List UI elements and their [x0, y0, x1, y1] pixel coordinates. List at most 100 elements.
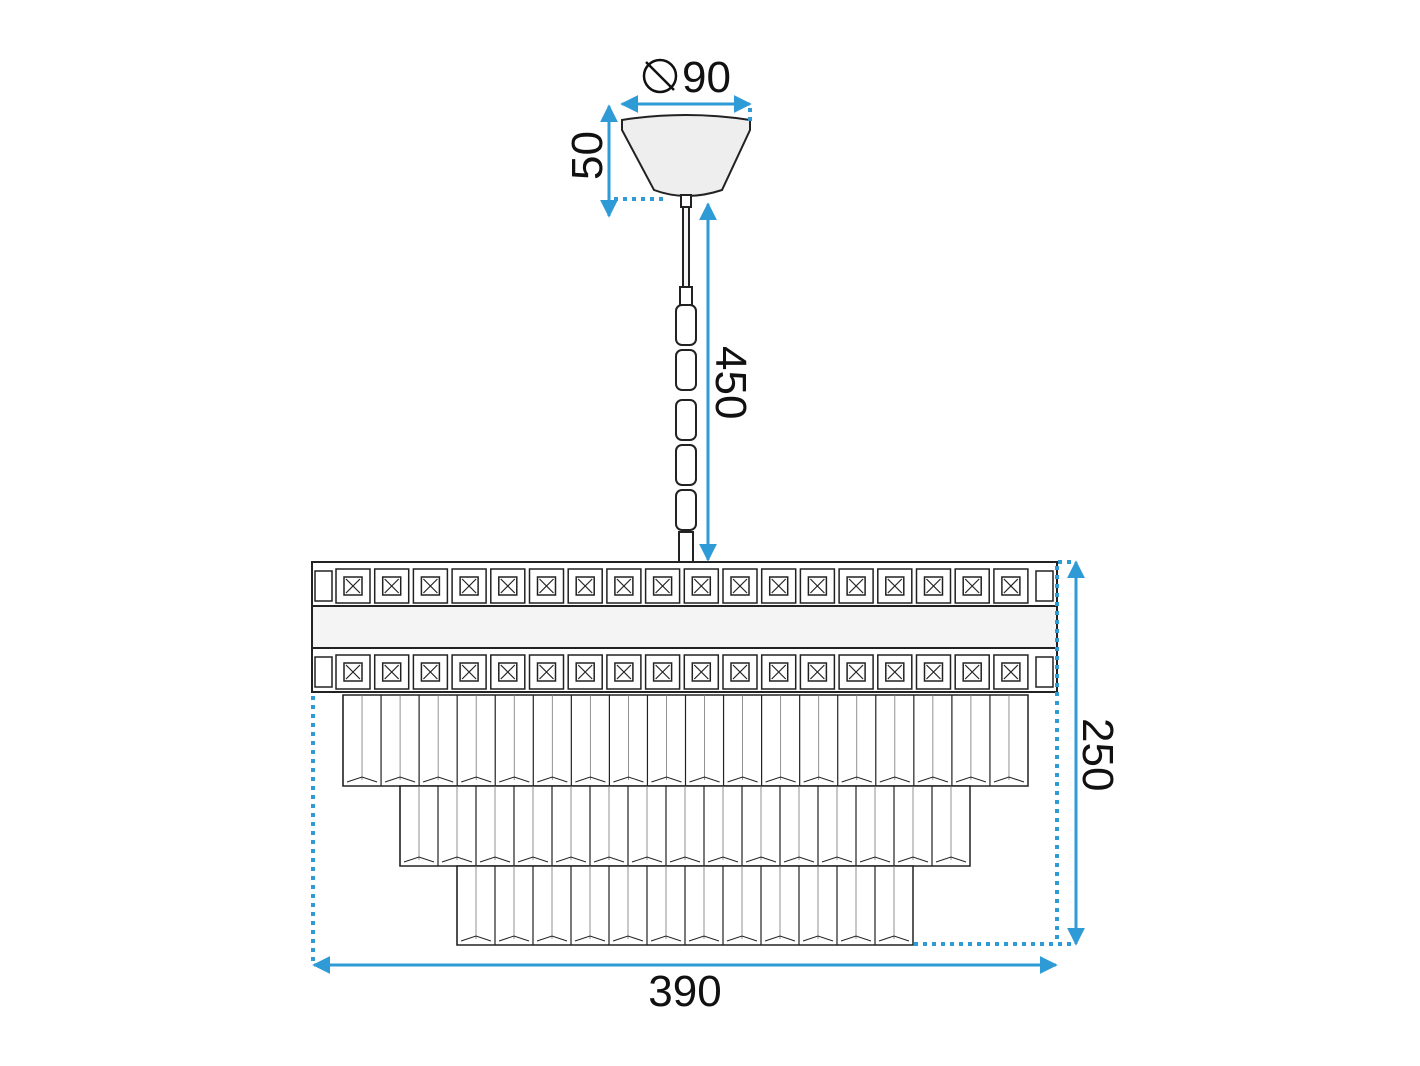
- crystal-inner: [1001, 662, 1021, 682]
- crystal-inner: [807, 576, 828, 596]
- crystal-inner: [691, 576, 712, 596]
- crystal-cross: [964, 664, 980, 680]
- crystal-cross: [616, 578, 632, 594]
- crystal-inner: [1001, 576, 1021, 596]
- rod-link: [675, 349, 697, 391]
- crystal-inner: [498, 576, 518, 596]
- dimension-body-width: 390: [311, 696, 1058, 1016]
- crystal-inner: [652, 576, 673, 596]
- dimension-canopy-height: 50: [563, 104, 664, 218]
- prism-tip: [613, 776, 644, 783]
- prism-tip: [441, 856, 473, 863]
- crystal-cross: [384, 664, 400, 680]
- crystal-cross: [809, 578, 825, 594]
- crystal-inner: [420, 576, 441, 596]
- crystal-cross: [771, 578, 787, 594]
- crystal-inner: [614, 662, 634, 682]
- prism-tip: [422, 776, 454, 783]
- crystal-square: [528, 568, 565, 604]
- prism-tip: [346, 776, 378, 783]
- crystal-edge-left: [314, 656, 333, 688]
- crystal-inner: [962, 662, 982, 682]
- crystal-inner: [343, 662, 363, 682]
- crystal-inner: [459, 576, 479, 596]
- crystal-cross: [887, 578, 903, 594]
- crystal-inner: [768, 662, 789, 682]
- crystal-cross: [693, 664, 709, 680]
- prism-tip: [707, 856, 739, 863]
- crystal-cross: [809, 664, 825, 680]
- canopy-height-label: 50: [563, 131, 612, 180]
- crystal-inner: [962, 576, 982, 596]
- body-height-label: 250: [1073, 718, 1122, 791]
- crystal-cross: [384, 578, 400, 594]
- body-width-label: 390: [648, 967, 721, 1016]
- crystal-cross: [422, 578, 438, 594]
- crystal-square: [412, 654, 449, 690]
- rod-link: [675, 489, 697, 531]
- prism-tip: [650, 935, 682, 942]
- crystal-inner: [343, 576, 363, 596]
- crystal-square: [760, 568, 797, 604]
- crystal-square: [993, 654, 1029, 690]
- dimension-body-height: 250: [914, 560, 1122, 946]
- crystal-inner: [730, 662, 750, 682]
- prism-tip: [575, 776, 606, 783]
- dimension-rod-length: 450: [699, 202, 755, 562]
- crystal-cross: [887, 664, 903, 680]
- crystal-inner: [459, 662, 479, 682]
- suspension-rod: [675, 194, 697, 563]
- dimension-canopy-diameter: 90: [620, 53, 752, 126]
- diameter-symbol-icon: [642, 58, 678, 94]
- prism-tip: [460, 935, 492, 942]
- crystal-inner: [691, 662, 712, 682]
- prism-tip: [935, 856, 967, 863]
- prism-tip: [802, 935, 834, 942]
- crystal-cross: [926, 664, 941, 680]
- prism-tip: [859, 856, 891, 863]
- crystal-inner: [420, 662, 441, 682]
- prism-tip: [537, 776, 568, 783]
- prism-tip: [955, 776, 987, 783]
- prism-tip: [688, 935, 720, 942]
- crystal-cross: [693, 578, 709, 594]
- chandelier-body: [311, 561, 1058, 946]
- crystal-cross: [732, 664, 748, 680]
- crystal-edge-right: [1035, 656, 1054, 688]
- rod-length-label: 450: [706, 346, 755, 419]
- prism-tip: [461, 776, 492, 783]
- rod-links: [675, 304, 697, 531]
- prism-tip: [631, 856, 663, 863]
- prism-tip: [803, 776, 834, 783]
- crystal-inner: [575, 576, 595, 596]
- prism-tip: [651, 776, 682, 783]
- crystal-edge-left: [314, 570, 333, 602]
- crystal-cross: [422, 664, 438, 680]
- crystal-cross: [345, 664, 361, 680]
- crystal-inner: [923, 662, 944, 682]
- crystal-inner: [614, 576, 634, 596]
- crystal-row-top: [314, 568, 1054, 604]
- prism-tip: [821, 856, 853, 863]
- prism-tip: [499, 776, 530, 783]
- crystal-cross: [500, 664, 516, 680]
- crystal-cross: [926, 578, 941, 594]
- crystal-cross: [771, 664, 787, 680]
- prism-tip: [897, 856, 929, 863]
- crystal-inner: [536, 662, 557, 682]
- crystal-tier-3: [456, 865, 914, 946]
- prism-tip: [726, 935, 758, 942]
- crystal-inner: [807, 662, 828, 682]
- crystal-edge-right: [1035, 570, 1054, 602]
- canopy: [621, 114, 751, 197]
- crystal-cross: [539, 578, 554, 594]
- crystal-inner: [885, 662, 905, 682]
- crystal-cross: [500, 578, 516, 594]
- rod-link: [675, 399, 697, 441]
- prism-tip: [574, 935, 606, 942]
- crystal-inner: [381, 662, 402, 682]
- prism-tip: [593, 856, 625, 863]
- prism-tip: [689, 776, 720, 783]
- crystal-cross: [964, 578, 980, 594]
